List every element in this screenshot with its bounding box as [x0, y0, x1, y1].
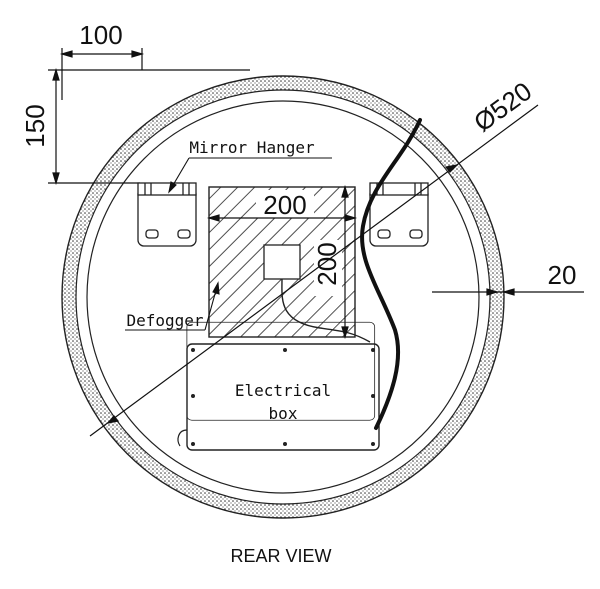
dim-hanger-width [59, 48, 145, 100]
mirror-hanger-label: Mirror Hanger [189, 138, 315, 157]
defogger-height-text-bg [314, 240, 342, 296]
dim-defogger-height [341, 184, 349, 340]
defogger-wire [281, 278, 371, 343]
dim-defogger-width-text: 200 [263, 190, 306, 220]
dim-hanger-height [48, 67, 250, 186]
dim-diameter-text: Ø520 [468, 76, 537, 138]
dim-border [432, 288, 584, 296]
mirror-inner-line [86, 100, 480, 494]
mirror-outer-edge [61, 75, 505, 519]
mirror-frame-inner-edge [75, 89, 491, 505]
defogger-width-text-bg [256, 190, 314, 218]
mirror-hanger-left [137, 182, 197, 247]
dim-border-text: 20 [548, 260, 577, 290]
electrical-box-label-line2: box [269, 404, 298, 423]
leader-mirror-hanger [168, 157, 332, 194]
dim-hanger-width-text: 100 [79, 20, 122, 50]
electrical-box [177, 321, 380, 451]
dim-diameter [89, 104, 539, 437]
defogger-label: Defogger [126, 311, 203, 330]
leader-defogger [125, 281, 220, 331]
mirror-frame-ring [62, 76, 504, 518]
dim-hanger-height-text: 150 [20, 104, 50, 147]
electrical-box-label-line1: Electrical [235, 381, 331, 400]
mirror-hanger-right [369, 182, 429, 247]
dim-defogger-height-text: 200 [312, 242, 342, 285]
power-cable [360, 118, 422, 430]
defogger-connector [263, 244, 301, 280]
drawing-title: REAR VIEW [230, 546, 331, 566]
